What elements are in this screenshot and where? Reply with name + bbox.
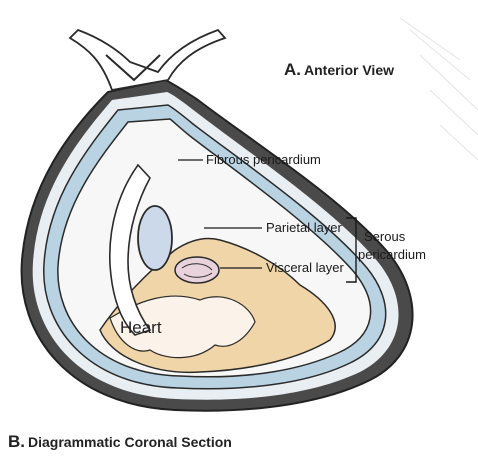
heading-coronal-section: B.Diagrammatic Coronal Section	[8, 432, 232, 452]
heading-b-letter: B.	[8, 432, 25, 451]
pulmonary-vessel	[137, 205, 173, 271]
label-visceral-layer: Visceral layer	[266, 260, 344, 275]
heart-highlight	[109, 295, 256, 359]
label-heart: Heart	[120, 318, 162, 337]
label-fibrous-pericardium: Fibrous pericardium	[206, 152, 321, 167]
heading-anterior-view: A.Anterior View	[284, 60, 394, 80]
heading-a-text: Anterior View	[304, 62, 394, 78]
paper-texture	[399, 17, 478, 161]
label-serous-line2: pericardium	[358, 247, 426, 262]
label-serous-line1: Serous	[364, 229, 406, 244]
great-vessels-neck	[68, 28, 227, 92]
coronary-vessel-detail	[181, 263, 213, 278]
heading-b-text: Diagrammatic Coronal Section	[28, 434, 232, 450]
aorta-tube	[108, 163, 152, 336]
label-parietal-layer: Parietal layer	[266, 220, 342, 235]
vessel-notch	[105, 54, 161, 82]
serous-bracket	[346, 217, 357, 283]
heading-a-letter: A.	[284, 60, 301, 79]
coronary-vessel	[174, 256, 220, 284]
